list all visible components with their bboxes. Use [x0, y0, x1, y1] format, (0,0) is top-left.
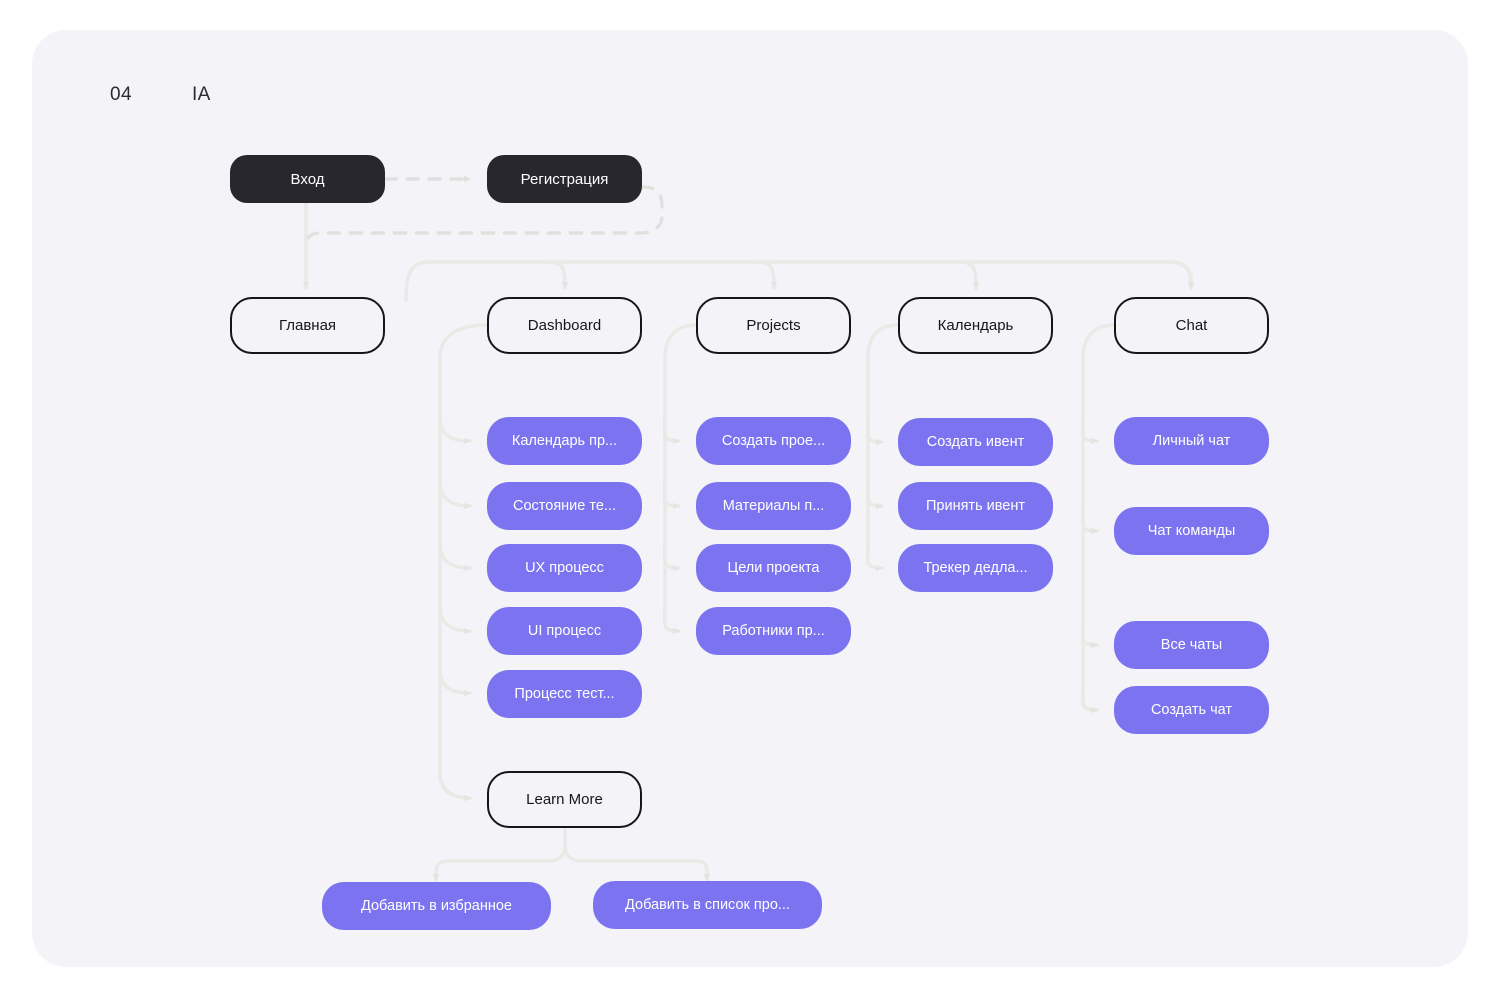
node-learn-more-label: Learn More: [526, 791, 603, 808]
node-leaf-projects-0[interactable]: Создать прое...: [696, 417, 851, 465]
node-leaf-projects-1[interactable]: Материалы п...: [696, 482, 851, 530]
node-register[interactable]: Регистрация: [487, 155, 642, 203]
node-leaf-calendar-1[interactable]: Принять ивент: [898, 482, 1053, 530]
node-leaf-dashboard-2[interactable]: UX процесс: [487, 544, 642, 592]
node-section-dashboard-label: Dashboard: [527, 317, 602, 334]
node-leaf-label: Календарь пр...: [511, 433, 618, 449]
node-leaf-label: Все чаты: [1160, 637, 1223, 653]
node-leaf-label: Трекер дедла...: [923, 560, 1028, 576]
node-leaf-label: Работники пр...: [722, 623, 825, 639]
page-title: IA: [192, 84, 211, 105]
node-section-calendar[interactable]: Календарь: [898, 297, 1053, 354]
node-section-chat[interactable]: Chat: [1114, 297, 1269, 354]
node-leaf-projects-3[interactable]: Работники пр...: [696, 607, 851, 655]
node-leaf-dashboard-0[interactable]: Календарь пр...: [487, 417, 642, 465]
node-leaf-label: Добавить в список про...: [625, 897, 790, 913]
node-leaf-dashboard-4[interactable]: Процесс тест...: [487, 670, 642, 718]
node-leaf-chat-1[interactable]: Чат команды: [1114, 507, 1269, 555]
node-section-calendar-label: Календарь: [937, 317, 1014, 334]
node-leaf-label: Цели проекта: [727, 560, 820, 576]
node-section-chat-label: Chat: [1175, 317, 1208, 334]
node-leaf-add-to-view-list[interactable]: Добавить в список про...: [593, 881, 822, 929]
node-leaf-chat-2[interactable]: Все чаты: [1114, 621, 1269, 669]
node-leaf-dashboard-1[interactable]: Состояние те...: [487, 482, 642, 530]
node-section-projects[interactable]: Projects: [696, 297, 851, 354]
node-leaf-label: Принять ивент: [925, 498, 1026, 514]
node-login[interactable]: Вход: [230, 155, 385, 203]
node-leaf-label: Чат команды: [1147, 523, 1236, 539]
node-leaf-label: Создать ивент: [926, 434, 1025, 450]
node-section-home-label: Главная: [278, 317, 337, 334]
node-leaf-projects-2[interactable]: Цели проекта: [696, 544, 851, 592]
node-section-dashboard[interactable]: Dashboard: [487, 297, 642, 354]
node-leaf-label: Создать прое...: [721, 433, 826, 449]
page-number: 04: [110, 84, 132, 105]
node-login-label: Вход: [290, 170, 325, 188]
node-leaf-chat-3[interactable]: Создать чат: [1114, 686, 1269, 734]
node-leaf-label: Процесс тест...: [514, 686, 615, 702]
node-leaf-label: UX процесс: [525, 560, 604, 576]
node-leaf-chat-0[interactable]: Личный чат: [1114, 417, 1269, 465]
node-leaf-label: Добавить в избранное: [360, 898, 512, 914]
node-leaf-label: UI процесс: [527, 623, 602, 639]
node-leaf-add-to-favorites[interactable]: Добавить в избранное: [322, 882, 551, 930]
node-leaf-dashboard-3[interactable]: UI процесс: [487, 607, 642, 655]
node-section-projects-label: Projects: [746, 317, 801, 334]
node-leaf-label: Состояние те...: [512, 498, 616, 514]
node-leaf-calendar-2[interactable]: Трекер дедла...: [898, 544, 1053, 592]
node-learn-more[interactable]: Learn More: [487, 771, 642, 828]
node-register-label: Регистрация: [520, 170, 609, 188]
node-leaf-label: Личный чат: [1152, 433, 1231, 449]
node-leaf-label: Создать чат: [1150, 702, 1233, 718]
node-leaf-calendar-0[interactable]: Создать ивент: [898, 418, 1053, 466]
node-section-home[interactable]: Главная: [230, 297, 385, 354]
node-leaf-label: Материалы п...: [722, 498, 825, 514]
